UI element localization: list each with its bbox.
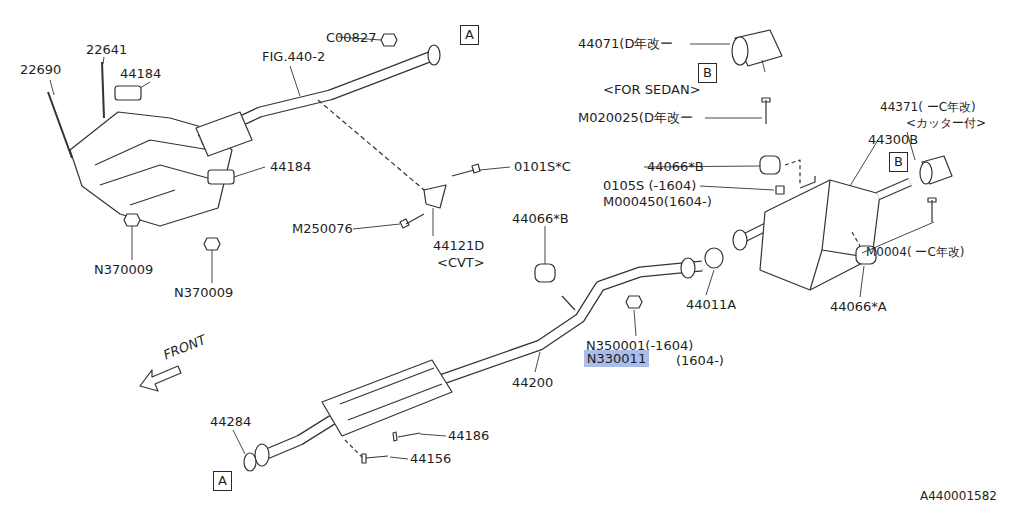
part-number: N330011 bbox=[586, 351, 647, 366]
bolt bbox=[452, 164, 480, 176]
reference-box: B bbox=[889, 152, 908, 172]
reference-box: A bbox=[213, 471, 232, 491]
part-label: 22641 bbox=[86, 42, 127, 57]
nut bbox=[626, 296, 642, 308]
part-label: M000450(1604-) bbox=[603, 194, 712, 209]
part-label: 22690 bbox=[20, 62, 61, 77]
nut bbox=[381, 34, 397, 46]
part-label: 44184 bbox=[120, 66, 161, 81]
part-label: 44186 bbox=[448, 428, 489, 443]
bolt bbox=[400, 214, 424, 228]
part-label: (1604-) bbox=[676, 353, 724, 368]
leader-lines bbox=[50, 37, 934, 459]
hanger-rubber bbox=[535, 264, 555, 282]
part-label: 44184 bbox=[270, 159, 311, 174]
bracket bbox=[424, 185, 446, 208]
bolt bbox=[393, 432, 420, 441]
dashed-leader bbox=[785, 160, 800, 186]
nut bbox=[124, 214, 140, 226]
reference-letter: A bbox=[464, 27, 475, 42]
center-pipe bbox=[262, 266, 702, 456]
tail-pipe bbox=[878, 182, 910, 196]
part-label: 0101S*C bbox=[514, 159, 571, 174]
bolt bbox=[362, 454, 388, 463]
part-label: 44066*B bbox=[512, 211, 569, 226]
hanger-rod bbox=[562, 296, 575, 310]
bolt bbox=[762, 98, 770, 124]
part-label: M0004( ーC年改) bbox=[866, 245, 964, 260]
center-pipe bbox=[262, 266, 702, 456]
bolt bbox=[928, 198, 936, 222]
hanger-rubber bbox=[760, 156, 780, 174]
catalytic-converter bbox=[322, 360, 452, 436]
flange bbox=[255, 444, 269, 466]
tail-cutter-end bbox=[920, 162, 932, 184]
gasket-ring bbox=[244, 453, 256, 471]
part-label: 44011A bbox=[686, 297, 736, 312]
part-label: 0105S (-1604) bbox=[603, 178, 696, 193]
muffler bbox=[760, 180, 880, 290]
part-label: <カッター付> bbox=[906, 116, 986, 131]
flange bbox=[428, 45, 440, 65]
part-label: 44066*B bbox=[647, 159, 704, 174]
part-label: <CVT> bbox=[437, 255, 485, 270]
part-label: 44121D bbox=[433, 238, 484, 253]
reference-letter: B bbox=[893, 154, 904, 169]
reference-letter: A bbox=[217, 473, 228, 488]
flange bbox=[681, 258, 695, 278]
dashed-leader bbox=[345, 440, 362, 457]
front-arrow bbox=[140, 366, 181, 391]
catalytic-converter bbox=[196, 112, 252, 156]
part-label: 44066*A bbox=[830, 299, 887, 314]
part-label: M250076 bbox=[292, 221, 353, 236]
highlight-box: N330011 bbox=[584, 350, 649, 367]
tail-cutter-end bbox=[732, 37, 748, 65]
part-label: FRONT bbox=[161, 332, 208, 363]
gasket bbox=[705, 248, 723, 268]
oxygen-sensor bbox=[102, 62, 104, 118]
converter-shield bbox=[340, 368, 442, 420]
part-label: 44071(D年改ー bbox=[578, 36, 673, 51]
part-label: C00827 bbox=[326, 30, 376, 45]
part-label: 44300B bbox=[868, 132, 918, 147]
dashed-leader bbox=[318, 100, 430, 195]
part-label: 44156 bbox=[410, 451, 451, 466]
hanger-rod bbox=[800, 176, 815, 188]
part-label: 44371( ーC年改) bbox=[880, 100, 976, 115]
gasket bbox=[208, 170, 234, 184]
manifold-runner bbox=[95, 140, 215, 205]
part-label: N370009 bbox=[94, 262, 153, 277]
dashed-leader bbox=[852, 232, 860, 246]
reference-box: B bbox=[698, 63, 717, 83]
part-label: 44284 bbox=[210, 414, 251, 429]
part-label: M020025(D年改ー bbox=[578, 110, 693, 125]
bolt bbox=[776, 186, 784, 194]
gasket bbox=[115, 86, 141, 100]
flange bbox=[733, 230, 747, 250]
part-label: FIG.440-2 bbox=[262, 49, 325, 64]
part-label: 44200 bbox=[512, 375, 553, 390]
tail-pipe bbox=[878, 182, 910, 196]
reference-letter: B bbox=[702, 65, 713, 80]
part-label: <FOR SEDAN> bbox=[603, 82, 701, 97]
part-label: A440001582 bbox=[920, 489, 997, 504]
oxygen-sensor bbox=[48, 92, 72, 158]
nut bbox=[204, 238, 220, 250]
part-label: N370009 bbox=[174, 285, 233, 300]
reference-box: A bbox=[460, 25, 479, 45]
